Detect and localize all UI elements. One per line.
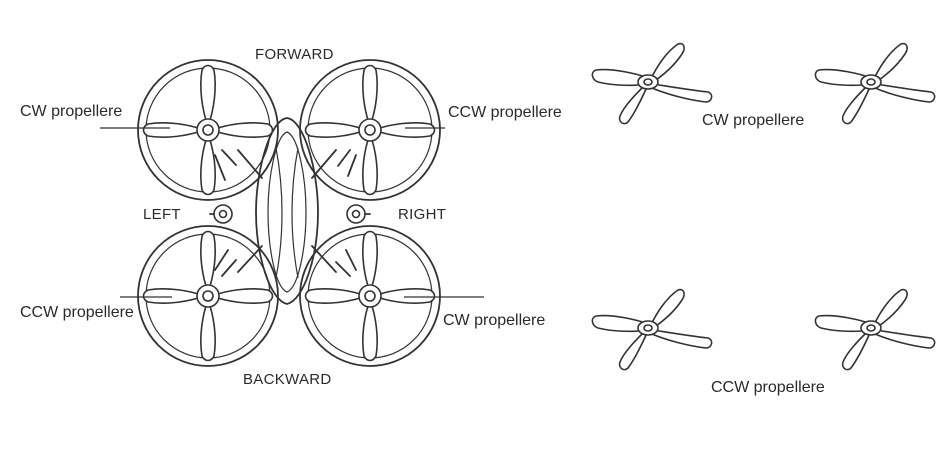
leader-lines (100, 127, 484, 298)
drone-frame (209, 117, 371, 305)
rotor-rear-left (137, 225, 279, 367)
direction-left-label: LEFT (143, 206, 181, 223)
propeller-icon (591, 288, 713, 371)
rotor-label-front-right: CCW propellere (448, 104, 562, 121)
direction-forward-label: FORWARD (255, 46, 334, 63)
ccw-propeller-group-label: CCW propellere (711, 379, 825, 396)
cw-propeller-group-label: CW propellere (702, 112, 805, 129)
rotor-label-rear-right: CW propellere (443, 312, 546, 329)
rotor-label-rear-left: CCW propellere (20, 304, 134, 321)
rotor-rear-right (299, 225, 441, 367)
rotor-front-left (137, 59, 279, 201)
propeller-icon (814, 288, 936, 371)
rotor-front-right (299, 59, 441, 201)
rotor-label-front-left: CW propellere (20, 103, 123, 120)
direction-backward-label: BACKWARD (243, 371, 332, 388)
direction-right-label: RIGHT (398, 206, 447, 223)
propeller-icon (814, 42, 936, 125)
propeller-icon (591, 42, 713, 125)
